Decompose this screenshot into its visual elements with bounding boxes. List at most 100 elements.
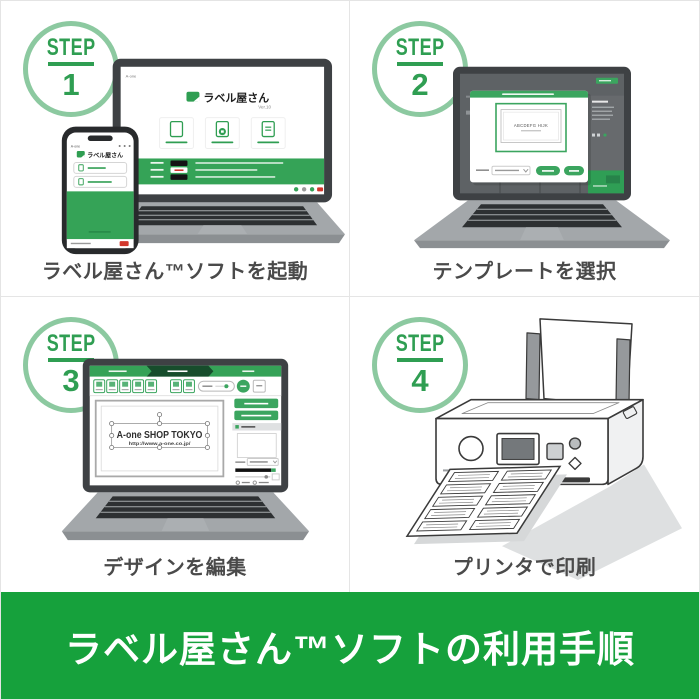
toolbar-buttons xyxy=(93,379,266,394)
phone-notch xyxy=(87,135,113,142)
step-2-panel: STEP 2 xyxy=(350,1,699,297)
step-2-badge: STEP 2 xyxy=(372,21,468,117)
label-card xyxy=(493,482,543,492)
step-1-panel: STEP 1 A-one ラベル屋さん Ver. xyxy=(1,1,350,297)
power-button xyxy=(568,437,582,450)
paper-guide xyxy=(525,332,541,401)
brand-logo: A-one xyxy=(126,74,137,79)
laptop-front-edge xyxy=(85,234,346,244)
title-banner: ラベル屋さん™ソフトの利用手順 xyxy=(1,592,699,699)
step-number: 2 xyxy=(411,66,429,102)
label-preview-card xyxy=(500,109,562,143)
launcher-screen: A-one ラベル屋さん Ver.10 xyxy=(120,74,325,192)
step-3-caption: デザインを編集 xyxy=(103,557,247,579)
selection-handle xyxy=(204,444,210,450)
laptop-keyboard xyxy=(462,204,622,228)
smartphone-illustration: A-one ラベル屋さん xyxy=(61,126,139,255)
step-4-badge: STEP 4 xyxy=(372,317,468,413)
chevron-down-icon xyxy=(523,168,529,173)
label-card xyxy=(433,496,483,506)
launch-illustration: A-one ラベル屋さん Ver.10 xyxy=(61,58,346,255)
step-4-panel: STEP 4 xyxy=(350,297,699,592)
social-icon xyxy=(293,187,299,192)
properties-sidebar xyxy=(232,398,282,485)
radio-button xyxy=(252,480,257,485)
dialog-next-button xyxy=(564,165,584,176)
step-word: STEP xyxy=(395,35,445,62)
step-2-caption: テンプレートを選択 xyxy=(432,261,617,283)
phone-app-logo: ラベル屋さん xyxy=(76,150,123,159)
rotate-handle xyxy=(157,412,163,418)
label-card xyxy=(470,519,520,529)
dialog-title-text xyxy=(502,93,554,95)
phone-new-file-button xyxy=(73,161,128,174)
app-version: Ver.10 xyxy=(258,105,271,110)
step-word: STEP xyxy=(395,331,445,358)
label-card xyxy=(486,495,536,505)
chevron-down-icon xyxy=(272,460,278,464)
side-latch xyxy=(622,406,638,419)
selection-handle xyxy=(204,433,210,439)
dialog-back-button xyxy=(536,165,560,176)
social-icon xyxy=(301,187,307,192)
laptop-keyboard xyxy=(95,496,276,519)
selection-handle xyxy=(157,421,163,427)
new-file-button xyxy=(159,117,194,149)
editor-illustration: A-one SHOP TOKYO http://www.a-one.co.jp/ xyxy=(61,358,310,541)
step-number: 1 xyxy=(62,66,80,102)
label-card xyxy=(478,507,528,517)
step-rule xyxy=(48,358,94,362)
label-title-text: A-one SHOP TOKYO xyxy=(117,430,203,441)
recent-file-icon xyxy=(261,120,275,138)
printer-shadow xyxy=(502,464,682,581)
laptop-illustration: A-one SHOP TOKYO http://www.a-one.co.jp/ xyxy=(61,358,310,541)
editor-screen: A-one SHOP TOKYO http://www.a-one.co.jp/ xyxy=(89,365,282,485)
news-badge xyxy=(170,160,188,166)
selection-handle xyxy=(109,444,115,450)
label-card xyxy=(417,521,467,531)
printer-button xyxy=(546,442,564,461)
news-badge xyxy=(170,174,188,180)
printer-screen xyxy=(501,438,535,460)
printer-side xyxy=(607,398,644,486)
laptop-illustration: ABCDEFG HIJK xyxy=(414,66,670,249)
doc-icon xyxy=(78,164,84,172)
step-rule xyxy=(48,62,94,66)
radio-button xyxy=(235,480,241,485)
page-title: ラベル屋さん™ソフトの利用手順 xyxy=(65,628,635,670)
app-logo-icon xyxy=(186,91,200,102)
step-rule xyxy=(397,62,443,66)
paper-select-dropdown xyxy=(491,165,531,176)
step-number: 3 xyxy=(62,362,80,398)
steps-grid: STEP 1 A-one ラベル屋さん Ver. xyxy=(1,1,699,592)
laptop-trackpad xyxy=(161,518,210,532)
social-icons xyxy=(293,187,324,192)
step-rule xyxy=(397,358,443,362)
svg-text:ラベル屋さん: ラベル屋さん xyxy=(87,151,123,159)
app-logo-text: ラベル屋さん xyxy=(203,92,269,105)
printer-lid-line xyxy=(461,402,620,415)
laptop-front-edge xyxy=(61,531,310,541)
open-file-button xyxy=(204,117,240,149)
doc-icon xyxy=(78,178,84,186)
news-banner xyxy=(120,158,325,185)
template-dialog: ABCDEFG HIJK xyxy=(470,90,591,186)
app-background xyxy=(466,77,624,194)
laptop-front-edge xyxy=(414,240,670,249)
panel-header xyxy=(232,423,282,431)
label-card xyxy=(501,470,551,480)
step-number: 4 xyxy=(411,362,429,398)
laptop-trackpad xyxy=(520,227,564,241)
printer-illustration xyxy=(350,318,682,592)
step-word: STEP xyxy=(46,331,96,358)
step-1-badge: STEP 1 xyxy=(23,21,119,117)
step-3-panel: STEP 3 xyxy=(1,297,350,592)
phone-open-file-button xyxy=(73,175,128,188)
laptop-illustration: A-one ラベル屋さん Ver.10 xyxy=(85,58,346,244)
template-select-illustration: ABCDEFG HIJK xyxy=(414,66,670,249)
color-bar xyxy=(235,468,272,472)
zoom-slider-knob xyxy=(224,384,229,389)
selection-handle xyxy=(109,433,115,439)
laptop-trackpad xyxy=(197,225,248,235)
